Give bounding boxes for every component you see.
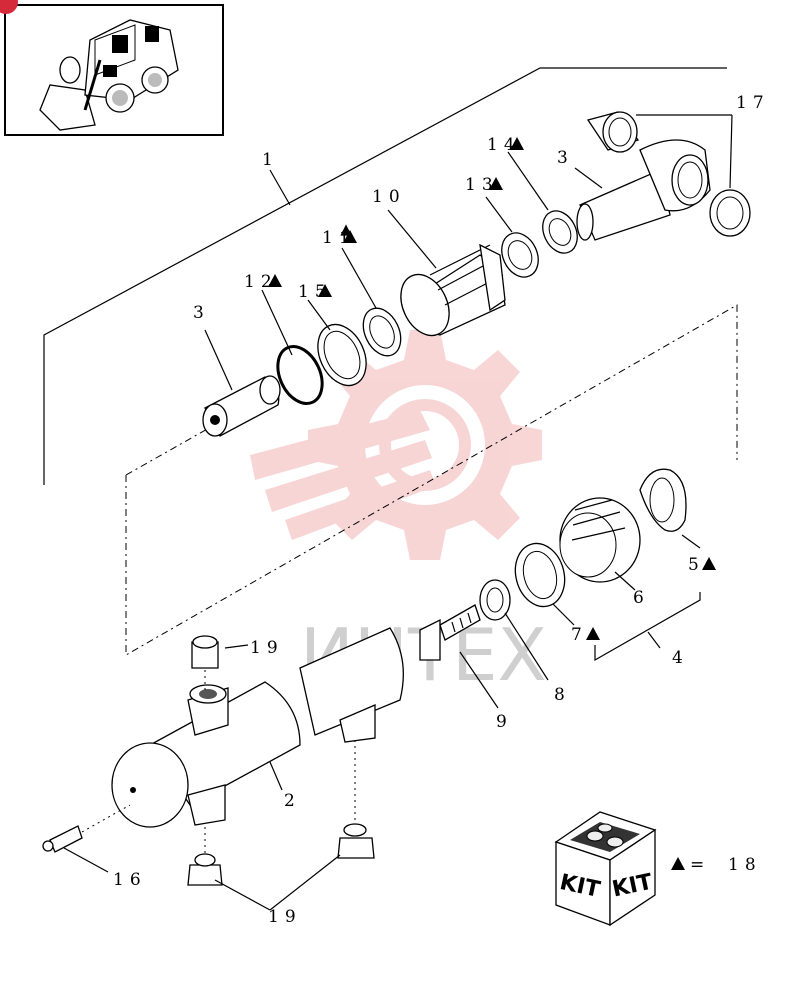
part-6-piston	[559, 497, 641, 583]
part-19-plug-lower-right	[337, 823, 375, 859]
part-3-piston-rod-eye	[576, 139, 711, 241]
part-8-washer	[479, 579, 511, 621]
watermark-logo	[250, 330, 542, 560]
part-7-seal	[514, 542, 566, 608]
kit-box-icon: KIT KIT	[554, 811, 657, 927]
label-12: 12	[244, 272, 278, 292]
part-11-wiper-seal	[362, 307, 402, 357]
leader-lines	[63, 114, 733, 911]
badge-icon	[0, 0, 18, 14]
part-10-gland	[400, 243, 506, 337]
label-8: 8	[554, 685, 571, 705]
label-1: 1	[262, 150, 279, 170]
part-2-barrel	[111, 627, 404, 828]
thumbnail-box	[0, 0, 224, 136]
part-9-bolt	[419, 604, 481, 661]
part-15-backup-ring	[317, 323, 367, 387]
label-2: 2	[284, 791, 301, 811]
skid-steer-loader-icon	[39, 19, 179, 131]
label-17: 17	[736, 93, 770, 113]
part-12-o-ring	[276, 345, 324, 405]
label-19-top: 19	[250, 638, 284, 658]
label-5: 5	[688, 555, 705, 575]
part-17-bushing-lower	[709, 189, 751, 237]
label-19-bottom: 19	[268, 907, 302, 927]
kit-markers	[268, 137, 716, 870]
label-6: 6	[633, 588, 650, 608]
part-14-ring	[542, 210, 578, 254]
label-10: 10	[372, 187, 406, 207]
part-5-split-ring	[639, 468, 687, 532]
kit-equals: =	[690, 855, 710, 875]
label-3-right: 3	[557, 148, 574, 168]
label-14: 14	[487, 135, 521, 155]
part-3-rod-sleeve	[202, 375, 281, 437]
part-13-ring	[501, 232, 539, 278]
item-1-bracket	[43, 67, 727, 485]
label-16: 16	[113, 870, 147, 890]
part-16-grease-fitting	[42, 825, 83, 853]
part-19-plug-lower-left	[187, 853, 223, 886]
label-18: 18	[728, 855, 762, 875]
part-19-plug-top	[191, 635, 219, 669]
assembly-outline	[125, 304, 738, 656]
part-17-bushing-upper	[586, 111, 640, 153]
label-13: 13	[465, 175, 499, 195]
label-4: 4	[672, 648, 689, 668]
label-9: 9	[496, 712, 513, 732]
label-3-left: 3	[193, 303, 210, 323]
label-7: 7	[571, 625, 588, 645]
